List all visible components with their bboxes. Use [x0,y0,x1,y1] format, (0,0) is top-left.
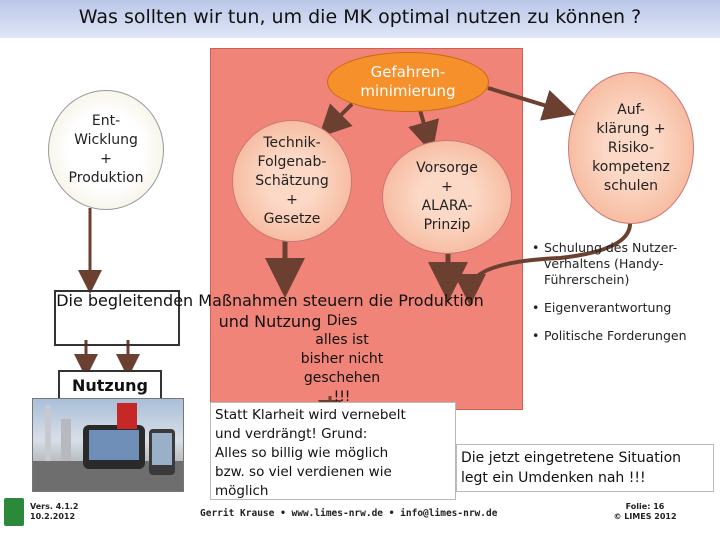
photo-phone [117,403,137,429]
slide-title: Was sollten wir tun, um die MK optimal n… [78,6,642,28]
photo-phone-screen [152,433,172,465]
measures-list: • Schulung des Nutzer-verhaltens (Handy-F… [532,240,718,356]
conclusion-note: Die jetzt eingetretene Situation legt ei… [456,444,714,492]
arrow-gefahren-aufklaerung [487,86,576,121]
photo-tablet-screen [89,430,139,460]
arrow-gefahren-technik [318,102,354,138]
photo-tower [61,419,71,461]
list-item: • Eigenverantwortung [532,300,718,316]
list-item: • Schulung des Nutzer-verhaltens (Handy-F… [532,240,718,288]
list-item-text: Politische Forderungen [544,328,687,343]
statement-text: Die begleitenden Maßnahmen steuern die P… [56,291,484,331]
footer-version: Vers. 4.1.2 10.2.2012 [30,502,79,521]
list-item-text: Schulung des Nutzer-verhaltens (Handy-Fü… [544,240,678,287]
list-item: • Politische Forderungen [532,328,718,344]
dies-note: Dies alles ist bisher nicht geschehen !!… [300,313,384,405]
bullet-icon: • [532,300,540,315]
ellipse-entwicklung: Ent- Wicklung + Produktion [48,90,164,210]
statt-note: Statt Klarheit wird vernebelt und verdrä… [210,402,456,500]
ellipse-gefahrenminimierung: Gefahren- minimierung [327,52,489,112]
title-bar [0,0,720,38]
devices-illustration [33,403,183,491]
arrow-aufklaerung-statement [454,221,632,306]
arrow-gefahren-vorsorge [408,109,439,154]
limes-logo-icon [4,498,24,526]
footer-slide-number: Folie: 16 © LIMES 2012 [613,502,677,521]
footer-author: Gerrit Krause • www.limes-nrw.de • info@… [200,508,498,519]
devices-photo [32,398,184,492]
statement-highlight-box [54,290,180,346]
ellipse-aufklaerung: Auf- klärung + Risiko- kompetenz schulen [568,72,694,224]
ellipse-vorsorge: Vorsorge + ALARA- Prinzip [382,140,512,254]
photo-tower [45,405,51,461]
ellipse-technikfolgenabschaetzung: Technik- Folgenab- Schätzung + Gesetze [232,120,352,242]
list-item-text: Eigenverantwortung [544,300,672,315]
bullet-icon: • [532,328,540,343]
bullet-icon: • [532,240,540,255]
